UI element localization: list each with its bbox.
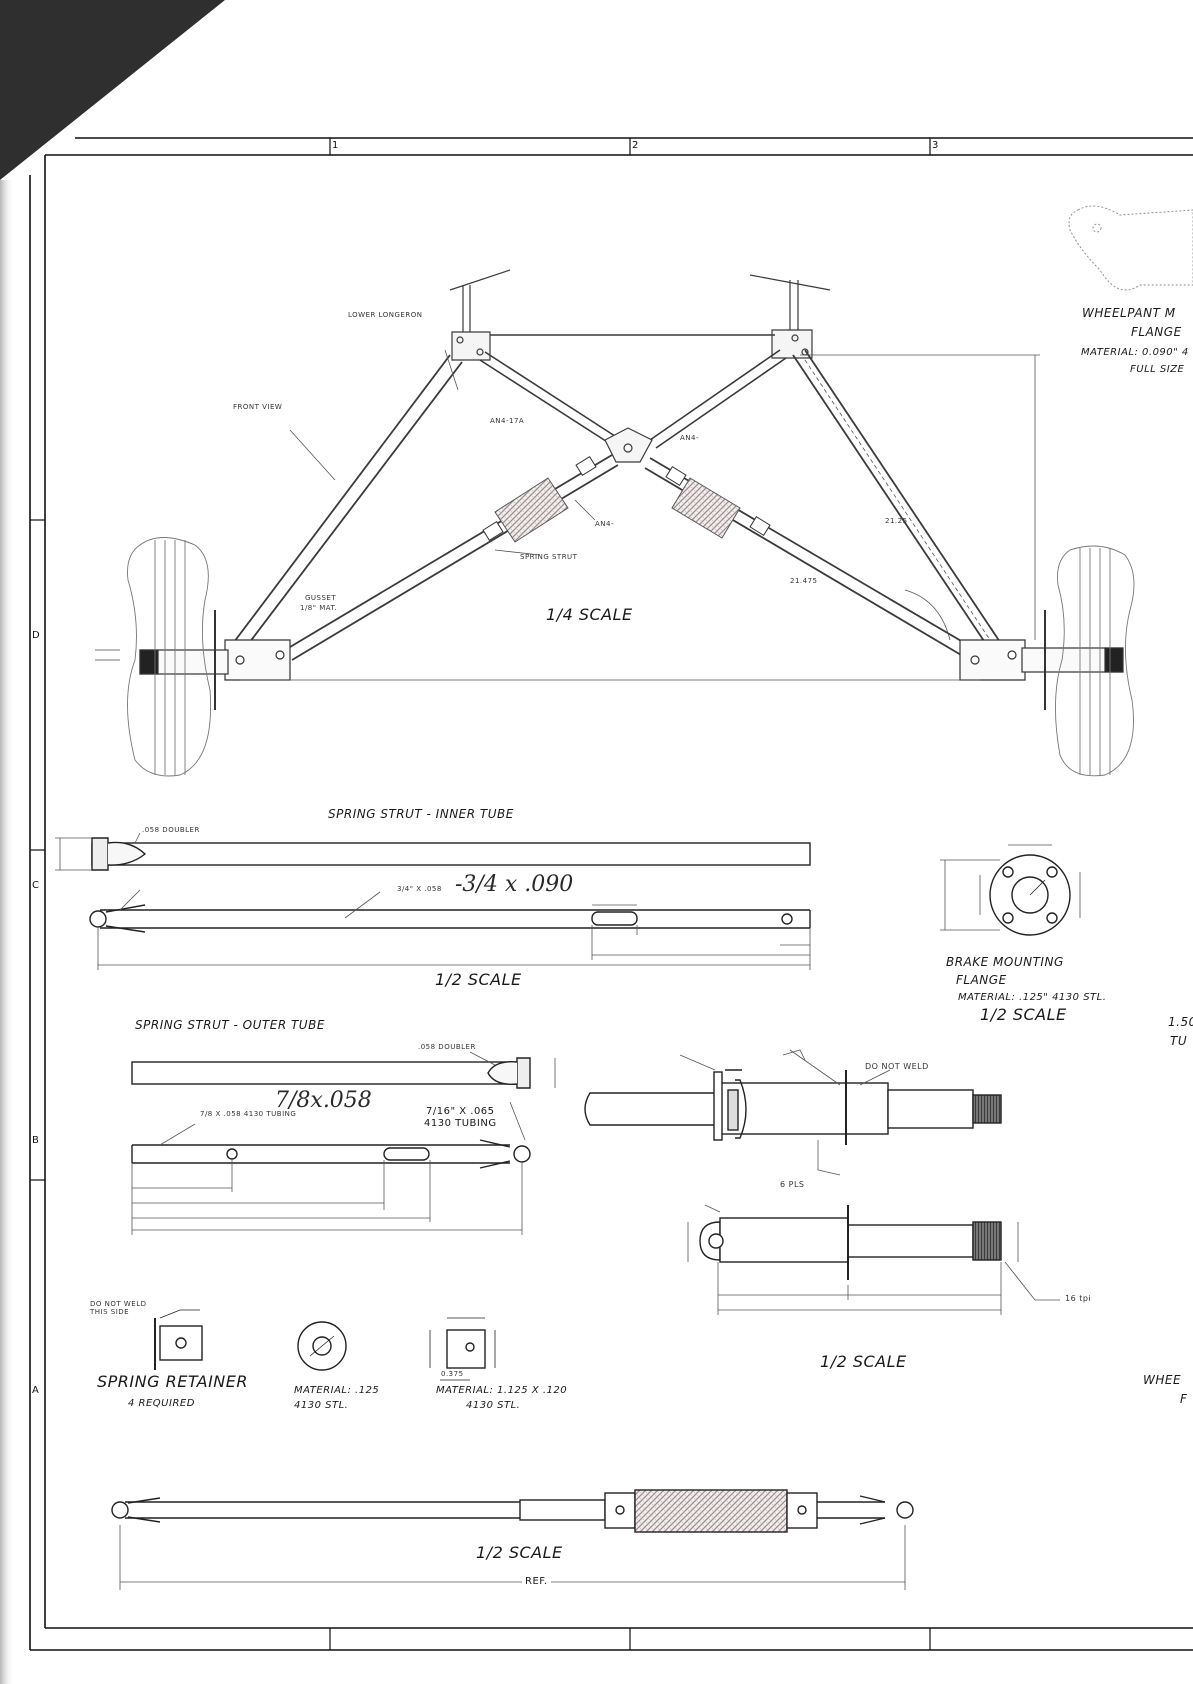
zone-row-d: D bbox=[32, 630, 40, 641]
spring-retainer-qty: 4 REQUIRED bbox=[128, 1398, 195, 1409]
axle-do-not-weld: DO NOT WELD bbox=[865, 1062, 929, 1071]
brake-flange-title-1: BRAKE MOUNTING bbox=[946, 955, 1064, 969]
zone-row-b: B bbox=[32, 1135, 39, 1146]
wheelpant-flange-outline bbox=[1068, 205, 1193, 291]
dim-21-475: 21.475 bbox=[790, 577, 818, 585]
inner-tube-handwritten: -3/4 x .090 bbox=[455, 872, 574, 897]
inner-tube-doubler: .058 DOUBLER bbox=[142, 826, 200, 834]
brake-flange-drawing bbox=[989, 854, 1071, 936]
axle-thread: 16 tpi bbox=[1065, 1294, 1092, 1303]
axle-weld-6pls: 6 PLS bbox=[780, 1180, 805, 1189]
right-edge-text-1: 1.50 bbox=[1168, 1015, 1193, 1029]
washer-drawing bbox=[297, 1321, 347, 1371]
spring-retainer-note: DO NOT WELD THIS SIDE bbox=[90, 1300, 147, 1316]
wheelpant-size: FULL SIZE bbox=[1130, 364, 1185, 375]
main-view-dimensions bbox=[240, 349, 1040, 681]
callout-an4-17a: AN4-17A bbox=[490, 417, 525, 425]
outer-tube-716-b: 4130 TUBING bbox=[424, 1118, 497, 1129]
outer-tube-doubler: .058 DOUBLER bbox=[418, 1043, 476, 1051]
callout-spring-strut: SPRING STRUT bbox=[520, 553, 578, 561]
strut-assembly-drawing bbox=[111, 1489, 914, 1533]
zone-col-2: 2 bbox=[632, 140, 639, 151]
dim-21-25: 21.25 bbox=[885, 517, 908, 525]
callout-an-center: AN4- bbox=[680, 434, 700, 442]
wheelpant-title-2: FLANGE bbox=[1131, 325, 1182, 339]
brake-flange-material: MATERIAL: .125" 4130 STL. bbox=[958, 992, 1107, 1003]
inner-tube-title: SPRING STRUT - INNER TUBE bbox=[328, 807, 514, 821]
washer-material-2: 4130 STL. bbox=[294, 1400, 349, 1411]
paper-fold-shadow bbox=[0, 0, 225, 180]
assembly-scale: 1/2 SCALE bbox=[476, 1543, 563, 1562]
callout-an-spring: AN4- bbox=[595, 520, 615, 528]
spring-retainer-drawing bbox=[154, 1309, 203, 1370]
sheet-border bbox=[29, 137, 1193, 1651]
wheel-right bbox=[1044, 545, 1135, 777]
inner-tube-drawing bbox=[89, 837, 811, 933]
inner-tube-spec: 3/4" X .058 bbox=[397, 885, 442, 893]
inner-tube-scale: 1/2 SCALE bbox=[435, 970, 522, 989]
block-material-1: MATERIAL: 1.125 X .120 bbox=[436, 1385, 568, 1396]
washer-material-1: MATERIAL: .125 bbox=[294, 1385, 380, 1396]
callout-lower-longeron: LOWER LONGERON bbox=[348, 311, 423, 319]
outer-tube-title: SPRING STRUT - OUTER TUBE bbox=[135, 1018, 325, 1032]
axle-detail-lower-dimensions bbox=[687, 1204, 1060, 1315]
callout-gusset: GUSSET bbox=[305, 594, 337, 602]
brake-flange-dimensions bbox=[940, 844, 1081, 931]
block-dim: 0.375 bbox=[441, 1370, 464, 1378]
axle-detail-lower bbox=[699, 1205, 1002, 1280]
axle-scale: 1/2 SCALE bbox=[820, 1352, 907, 1371]
callout-gusset-material: 1/8" MAT. bbox=[300, 604, 338, 612]
zone-row-c: C bbox=[32, 880, 39, 891]
strut-assembly-dimensions bbox=[119, 1525, 906, 1590]
main-view-scale: 1/4 SCALE bbox=[546, 605, 633, 624]
block-drawing bbox=[429, 1317, 496, 1381]
right-edge-text-3: WHEE bbox=[1143, 1373, 1182, 1387]
spring-retainer-title: SPRING RETAINER bbox=[97, 1372, 248, 1391]
axle-detail-upper bbox=[584, 1069, 1002, 1145]
main-view-springs bbox=[482, 455, 771, 543]
landing-gear-front-view bbox=[227, 269, 1003, 666]
callout-front-view: FRONT VIEW bbox=[233, 403, 283, 411]
wheel-left bbox=[95, 537, 216, 777]
zone-row-a: A bbox=[32, 1385, 39, 1396]
wheelpant-material: MATERIAL: 0.090" 4 bbox=[1081, 347, 1189, 358]
outer-tube-handwritten: 7/8x.058 bbox=[275, 1088, 372, 1113]
right-edge-text-2: TU bbox=[1170, 1034, 1188, 1048]
right-edge-text-4: F bbox=[1180, 1392, 1188, 1406]
outer-tube-716: 7/16" X .065 bbox=[426, 1106, 495, 1117]
wheelpant-title-1: WHEELPANT M bbox=[1082, 306, 1176, 320]
assembly-ref: REF. bbox=[522, 1576, 551, 1587]
zone-col-1: 1 bbox=[332, 140, 339, 151]
brake-flange-title-2: FLANGE bbox=[956, 973, 1007, 987]
outer-tube-spec: 7/8 X .058 4130 TUBING bbox=[200, 1110, 297, 1118]
axle-detail-upper-leaders bbox=[679, 1049, 891, 1176]
zone-col-3: 3 bbox=[932, 140, 939, 151]
brake-flange-scale: 1/2 SCALE bbox=[980, 1005, 1067, 1024]
outer-tube-dimensions bbox=[131, 1051, 556, 1235]
outer-tube-drawing bbox=[131, 1057, 531, 1169]
inner-tube-dimensions bbox=[55, 832, 811, 970]
block-material-2: 4130 STL. bbox=[466, 1400, 521, 1411]
